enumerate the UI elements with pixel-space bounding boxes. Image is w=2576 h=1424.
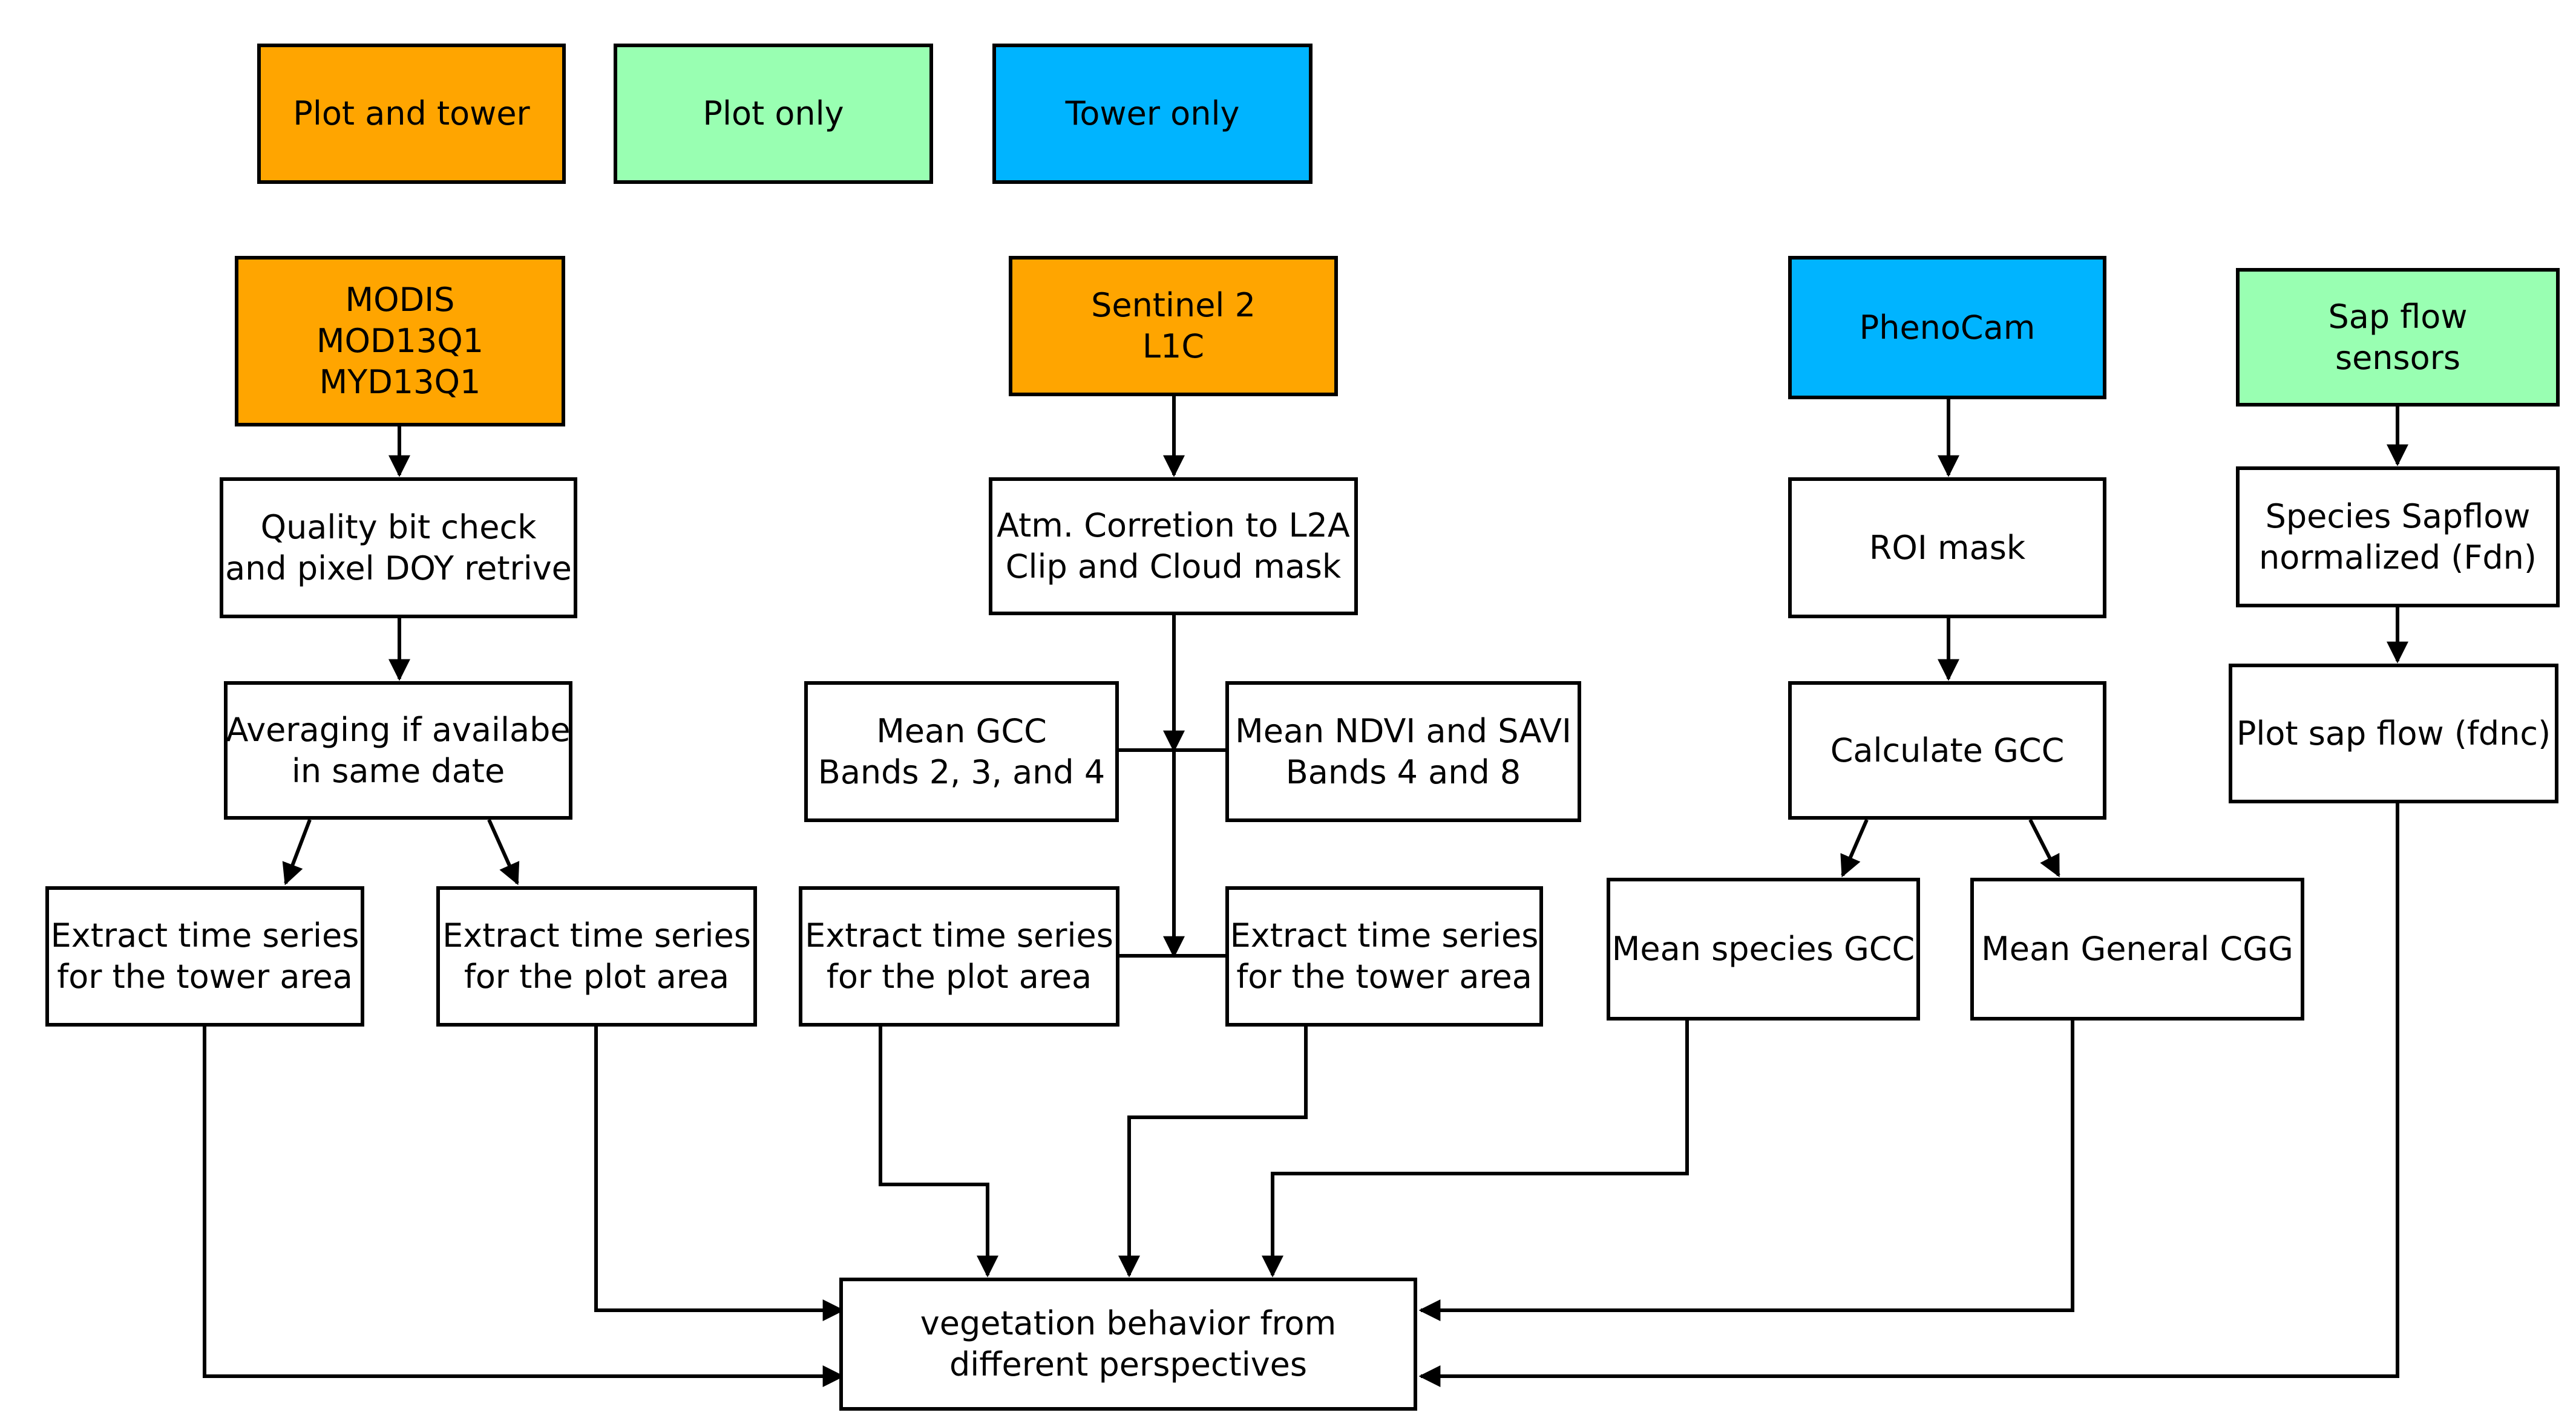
step-modis-plot-series: Extract time series for the plot area <box>436 886 757 1027</box>
step-mean-species-gcc-line1: Mean species GCC <box>1611 930 1915 968</box>
arrow-calc-to-species <box>1840 818 1869 878</box>
source-sentinel: Sentinel 2 L1C <box>1009 256 1338 396</box>
step-mean-gcc: Mean GCC Bands 2, 3, and 4 <box>804 681 1119 822</box>
step-species-sapflow: Species Sapflow normalized (Fdn) <box>2236 466 2560 607</box>
step-averaging-line1: Averaging if availabe <box>226 710 571 749</box>
step-species-sapflow-line2: normalized (Fdn) <box>2259 538 2537 576</box>
source-sapflow: Sap flow sensors <box>2236 268 2560 407</box>
arrow-calc-to-general <box>2028 818 2060 878</box>
step-modis-plot-series-line2: for the plot area <box>464 958 730 996</box>
step-mean-general-cgg-line1: Mean General CGG <box>1981 930 2293 968</box>
output-vegetation-behavior: vegetation behavior from different persp… <box>839 1278 1417 1411</box>
step-calculate-gcc: Calculate GCC <box>1788 681 2106 820</box>
step-mean-gcc-line2: Bands 2, 3, and 4 <box>818 753 1106 791</box>
connector-modis-tower <box>203 1027 845 1387</box>
output-line1: vegetation behavior from <box>920 1304 1337 1342</box>
step-quality-check: Quality bit check and pixel DOY retrive <box>220 477 577 618</box>
step-plot-sapflow-line1: Plot sap flow (fdnc) <box>2236 714 2551 753</box>
step-species-sapflow-line1: Species Sapflow <box>2265 497 2531 535</box>
step-modis-tower-series-line2: for the tower area <box>57 958 353 996</box>
legend-plot-only-label: Plot only <box>703 94 844 132</box>
step-sentinel-tower-series-line1: Extract time series <box>1230 916 1539 955</box>
source-sapflow-line2: sensors <box>2335 338 2461 377</box>
source-sapflow-line1: Sap flow <box>2328 297 2468 336</box>
step-modis-plot-series-line1: Extract time series <box>442 916 751 955</box>
connector-sapflow-plot <box>1418 803 2399 1387</box>
step-averaging-line2: in same date <box>291 751 505 790</box>
source-sentinel-line1: Sentinel 2 <box>1091 286 1256 324</box>
step-averaging: Averaging if availabe in same date <box>224 681 572 820</box>
step-mean-gcc-line1: Mean GCC <box>876 711 1047 750</box>
connector-modis-plot <box>594 1027 845 1321</box>
step-mean-species-gcc: Mean species GCC <box>1607 878 1920 1021</box>
step-mean-ndvi-savi-line2: Bands 4 and 8 <box>1285 753 1521 791</box>
step-mean-ndvi-savi: Mean NDVI and SAVI Bands 4 and 8 <box>1225 681 1581 822</box>
legend-tower-only: Tower only <box>992 44 1313 184</box>
step-sentinel-tower-series: Extract time series for the tower area <box>1225 886 1543 1027</box>
legend-plot-only: Plot only <box>614 44 933 184</box>
output-line2: different perspectives <box>949 1345 1308 1383</box>
step-sentinel-plot-series-line1: Extract time series <box>805 916 1113 955</box>
legend-plot-and-tower: Plot and tower <box>257 44 566 184</box>
connector-sentinel-plot <box>879 1027 998 1278</box>
connector-sentinel-tower <box>1118 1027 1308 1278</box>
step-calculate-gcc-line1: Calculate GCC <box>1830 731 2065 769</box>
source-modis-line2: MOD13Q1 <box>316 322 484 360</box>
source-phenocam: PhenoCam <box>1788 256 2106 399</box>
step-atm-correction-line2: Clip and Cloud mask <box>1005 547 1342 586</box>
step-sentinel-plot-series-line2: for the plot area <box>826 958 1092 996</box>
step-atm-correction: Atm. Corretion to L2A Clip and Cloud mas… <box>989 477 1358 615</box>
step-sentinel-tower-series-line2: for the tower area <box>1236 958 1532 996</box>
step-mean-ndvi-savi-line1: Mean NDVI and SAVI <box>1235 711 1571 750</box>
step-quality-check-line1: Quality bit check <box>260 508 537 546</box>
source-modis-line3: MYD13Q1 <box>319 363 481 401</box>
connector-general-cgg <box>1418 1021 2074 1321</box>
step-modis-tower-series-line1: Extract time series <box>50 916 359 955</box>
source-modis-line1: MODIS <box>345 281 455 319</box>
source-sentinel-line2: L1C <box>1142 327 1205 365</box>
arrow-averaging-to-plot-series <box>487 818 520 886</box>
step-quality-check-line2: and pixel DOY retrive <box>225 549 572 587</box>
step-sentinel-plot-series: Extract time series for the plot area <box>799 886 1119 1027</box>
step-roi-mask-line1: ROI mask <box>1869 528 2026 567</box>
step-roi-mask: ROI mask <box>1788 477 2106 618</box>
step-modis-tower-series: Extract time series for the tower area <box>45 886 364 1027</box>
step-atm-correction-line1: Atm. Corretion to L2A <box>997 506 1350 544</box>
legend-plot-and-tower-label: Plot and tower <box>293 94 530 132</box>
arrow-averaging-to-tower-series <box>282 818 312 886</box>
legend-tower-only-label: Tower only <box>1065 94 1240 132</box>
step-plot-sapflow: Plot sap flow (fdnc) <box>2229 664 2558 803</box>
source-modis: MODIS MOD13Q1 MYD13Q1 <box>235 256 565 426</box>
connector-species-gcc <box>1262 1021 1689 1278</box>
step-mean-general-cgg: Mean General CGG <box>1970 878 2304 1021</box>
source-phenocam-line1: PhenoCam <box>1859 308 2036 347</box>
